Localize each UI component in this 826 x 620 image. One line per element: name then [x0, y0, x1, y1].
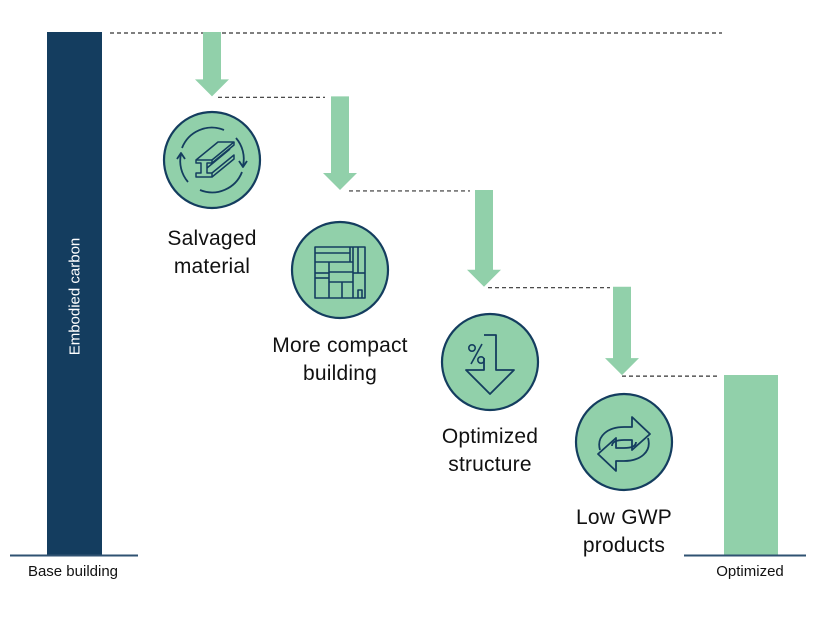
- step-label-line1: Salvaged: [167, 227, 257, 250]
- optimized-bar: [724, 375, 778, 555]
- step-label-line2: material: [173, 255, 251, 278]
- step-label-low-gwp-products: Low GWP products: [554, 504, 694, 560]
- step-label-optimized-structure: Optimized structure: [415, 423, 565, 479]
- base-building-label: Base building: [27, 563, 119, 580]
- step-label-more-compact-building: More compact building: [250, 332, 430, 388]
- step-label-line1: Optimized: [441, 425, 539, 448]
- exchange-arrows-icon: [574, 392, 674, 492]
- step-label-salvaged-material: Salvaged material: [142, 225, 282, 281]
- reduction-arrow: [605, 286, 639, 376]
- recycled-steel-beam-icon: [162, 110, 262, 210]
- base-building-bar: [47, 32, 102, 555]
- percent-down-arrow-icon: [440, 312, 540, 412]
- reduction-arrow: [195, 32, 229, 97]
- step-label-line2: building: [303, 362, 377, 385]
- floor-plan-icon: [290, 220, 390, 320]
- reduction-arrow: [323, 96, 357, 190]
- step-label-line1: Low GWP: [576, 506, 672, 529]
- step-label-line1: More compact: [272, 334, 408, 357]
- step-label-line2: products: [582, 534, 666, 557]
- reduction-arrow: [467, 189, 501, 287]
- step-label-line2: structure: [448, 453, 532, 476]
- embodied-carbon-label: Embodied carbon: [66, 237, 84, 356]
- optimized-label: Optimized: [716, 563, 784, 580]
